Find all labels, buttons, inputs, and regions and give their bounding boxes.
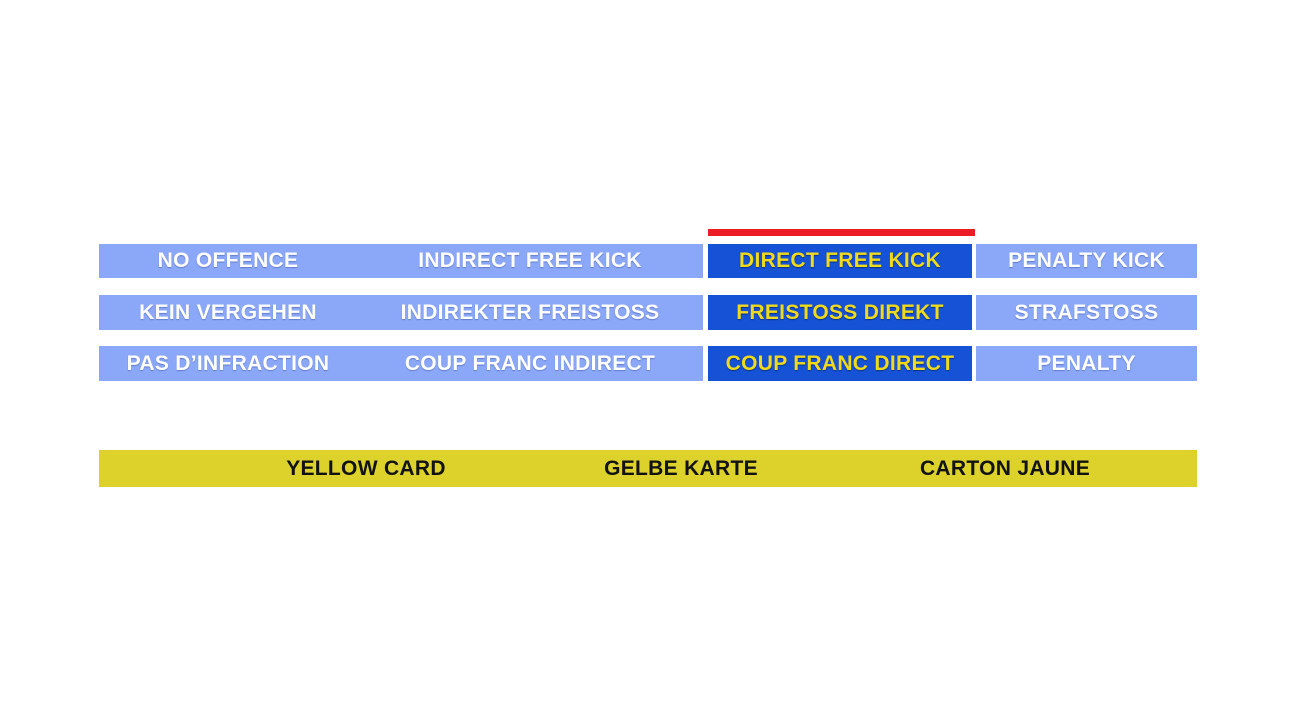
answer-indirekter-freistoss[interactable]: INDIREKTER FREISTOSS bbox=[400, 300, 660, 324]
answer-group-light: NO OFFENCE INDIRECT FREE KICK bbox=[99, 244, 703, 278]
answer-row-english: NO OFFENCE INDIRECT FREE KICK DIRECT FRE… bbox=[99, 244, 1197, 278]
yellow-card-label-german: GELBE KARTE bbox=[604, 456, 758, 480]
answer-row-french: PAS D’INFRACTION COUP FRANC INDIRECT COU… bbox=[99, 346, 1197, 381]
answer-strafstoss[interactable]: STRAFSTOSS bbox=[976, 295, 1197, 330]
answer-penalty-kick[interactable]: PENALTY KICK bbox=[976, 244, 1197, 278]
answer-group-light: KEIN VERGEHEN INDIREKTER FREISTOSS bbox=[99, 295, 703, 330]
answer-no-offence[interactable]: NO OFFENCE bbox=[157, 249, 299, 272]
selected-answer-marker bbox=[708, 229, 975, 236]
answer-coup-franc-direct[interactable]: COUP FRANC DIRECT bbox=[708, 346, 972, 381]
answer-indirect-free-kick[interactable]: INDIRECT FREE KICK bbox=[418, 249, 642, 272]
answer-kein-vergehen[interactable]: KEIN VERGEHEN bbox=[139, 300, 317, 324]
answer-pas-d-infraction[interactable]: PAS D’INFRACTION bbox=[126, 351, 330, 375]
answer-row-german: KEIN VERGEHEN INDIREKTER FREISTOSS FREIS… bbox=[99, 295, 1197, 330]
yellow-card-label-english: YELLOW CARD bbox=[286, 456, 446, 480]
yellow-card-bar[interactable]: YELLOW CARD GELBE KARTE CARTON JAUNE bbox=[99, 450, 1197, 487]
yellow-card-label-french: CARTON JAUNE bbox=[919, 456, 1091, 480]
decision-panel: NO OFFENCE INDIRECT FREE KICK DIRECT FRE… bbox=[99, 0, 1197, 727]
answer-coup-franc-indirect[interactable]: COUP FRANC INDIRECT bbox=[404, 351, 656, 375]
answer-freistoss-direkt[interactable]: FREISTOSS DIREKT bbox=[708, 295, 972, 330]
answer-group-light: PAS D’INFRACTION COUP FRANC INDIRECT bbox=[99, 346, 703, 381]
answer-direct-free-kick[interactable]: DIRECT FREE KICK bbox=[708, 244, 972, 278]
answer-penalty[interactable]: PENALTY bbox=[976, 346, 1197, 381]
